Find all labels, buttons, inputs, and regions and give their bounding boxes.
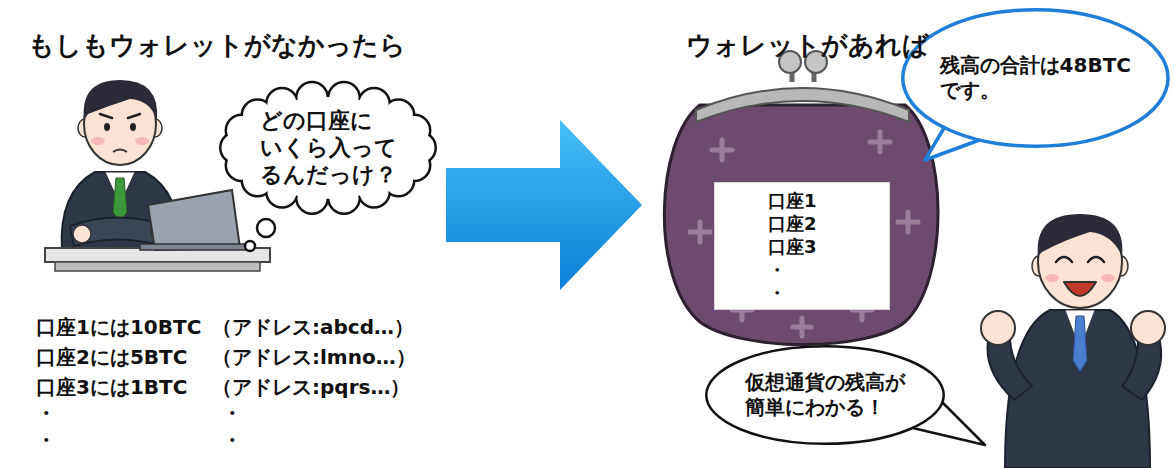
ellipsis-dot: ・ bbox=[36, 428, 56, 452]
ellipsis-dot: ・ bbox=[36, 401, 56, 425]
worried-man bbox=[91, 137, 105, 145]
speech-bubble: 残高の合計は48BTC です。 bbox=[901, 8, 1170, 148]
account-name: 口座1 bbox=[768, 189, 817, 212]
wallet bbox=[696, 88, 909, 122]
wallet bbox=[793, 318, 811, 336]
speech-bubble: 仮想通貨の残高が 簡単にわかる！ bbox=[705, 345, 945, 445]
worried-man bbox=[128, 114, 140, 118]
happy-man bbox=[1101, 274, 1115, 282]
bubble-text: 残高の合計は48BTC です。 bbox=[940, 53, 1131, 103]
worried-man bbox=[113, 178, 127, 222]
happy-man bbox=[988, 340, 1032, 400]
bubble-text: どの口座に いくら入って るんだっけ？ bbox=[260, 107, 397, 188]
worried-man bbox=[130, 123, 136, 131]
wallet bbox=[690, 222, 710, 242]
happy-man bbox=[1064, 282, 1096, 296]
worried-man bbox=[104, 123, 110, 131]
wallet-card: 口座1口座2口座3・・ bbox=[714, 182, 890, 310]
speech-bubble-content: 仮想通貨の残高が 簡単にわかる！ bbox=[745, 370, 905, 420]
scene-heading: もしもウォレットがなかったら bbox=[28, 30, 406, 61]
wallet bbox=[690, 132, 918, 336]
happy-man bbox=[1088, 257, 1104, 262]
account-address: （アドレス:abcd…） bbox=[212, 315, 414, 339]
worried-man bbox=[84, 80, 158, 120]
wallet-card-content: 口座1口座2口座3・・ bbox=[768, 189, 817, 304]
happy-man bbox=[1122, 340, 1161, 400]
transition-arrow bbox=[446, 120, 642, 290]
account-name: 口座3 bbox=[768, 235, 817, 258]
ellipsis-dot: ・ bbox=[222, 428, 242, 452]
thought-dots bbox=[245, 241, 255, 251]
account-name: ・ bbox=[768, 258, 786, 281]
laptop bbox=[148, 190, 240, 250]
speech-bubble-shape bbox=[903, 10, 1168, 147]
wallet bbox=[898, 212, 918, 232]
laptop bbox=[140, 190, 250, 250]
account-balance: 口座1には10BTC bbox=[36, 315, 201, 339]
account-balance: 口座3には1BTC bbox=[36, 375, 187, 399]
desk bbox=[45, 248, 270, 271]
speech-bubble-content: 残高の合計は48BTC です。 bbox=[940, 53, 1131, 103]
account-address: （アドレス:pqrs…） bbox=[212, 375, 410, 399]
account-balance: 口座2には5BTC bbox=[36, 345, 187, 369]
happy-man bbox=[1131, 311, 1165, 345]
wallet bbox=[870, 132, 890, 152]
happy-man bbox=[1045, 274, 1059, 282]
happy-man bbox=[1073, 316, 1087, 372]
thought-bubble-shape bbox=[236, 97, 420, 199]
happy-man bbox=[1056, 257, 1072, 262]
speech-bubble-shape bbox=[706, 346, 944, 444]
bubble-text: 仮想通貨の残高が 簡単にわかる！ bbox=[745, 370, 905, 420]
scene-heading: ウォレットがあれば bbox=[686, 30, 929, 61]
ellipsis-dot: ・ bbox=[222, 401, 242, 425]
thought-dots bbox=[257, 219, 275, 237]
wallet bbox=[712, 140, 732, 160]
happy-man bbox=[981, 311, 1015, 345]
account-name: ・ bbox=[768, 281, 786, 304]
wallet bbox=[664, 51, 938, 345]
account-name: 口座2 bbox=[768, 212, 817, 235]
wallet bbox=[664, 105, 938, 345]
thought-dots bbox=[245, 219, 275, 251]
wallet-card-shape bbox=[715, 183, 890, 310]
worried-man bbox=[100, 114, 112, 118]
desk bbox=[55, 262, 260, 271]
worried-man bbox=[135, 137, 149, 145]
happy-man bbox=[1038, 214, 1123, 256]
thought-bubble-content: どの口座に いくら入って るんだっけ？ bbox=[260, 107, 397, 188]
account-address: （アドレス:lmno…） bbox=[212, 345, 416, 369]
happy-man bbox=[981, 214, 1165, 468]
worried-man bbox=[113, 150, 127, 153]
worried-man bbox=[73, 225, 91, 243]
thought-bubble: どの口座に いくら入って るんだっけ？ bbox=[220, 81, 436, 215]
laptop bbox=[140, 244, 250, 250]
